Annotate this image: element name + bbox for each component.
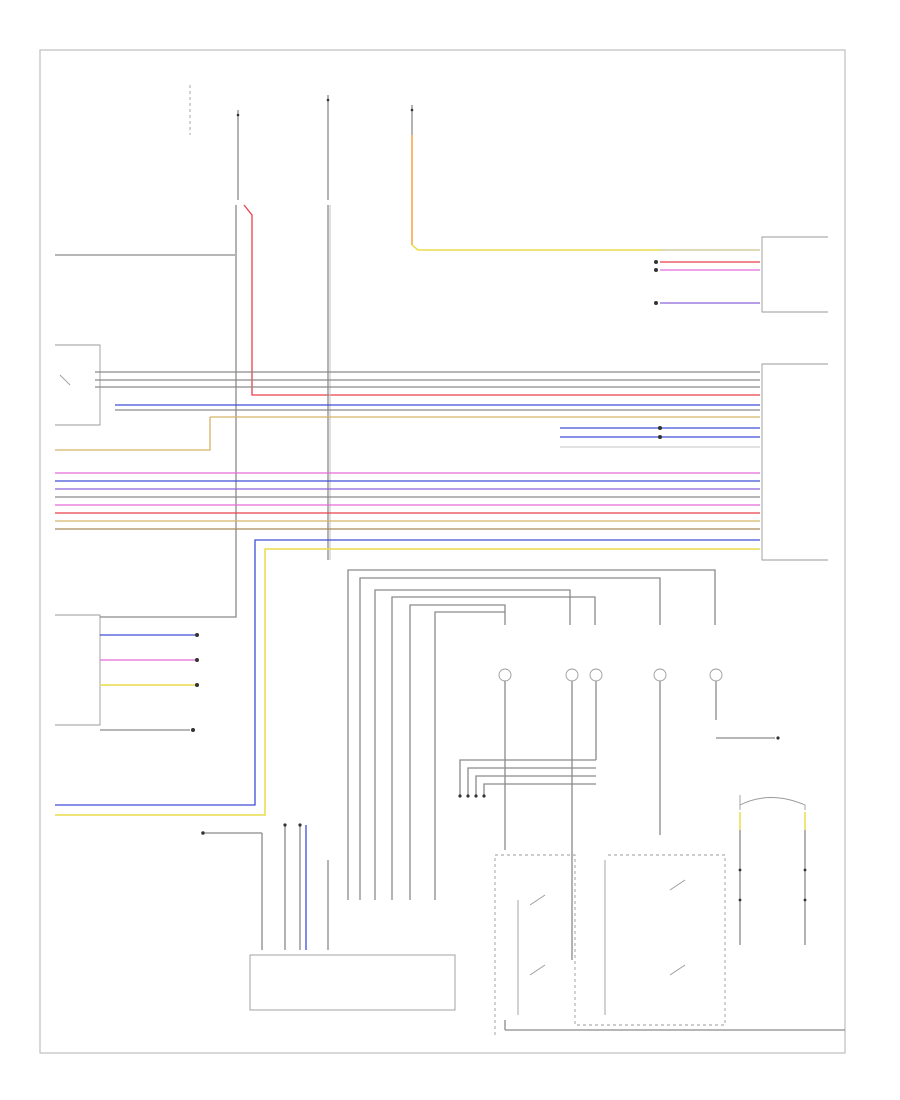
wire-bundle-upper [55,371,760,451]
right-component [738,795,807,945]
audio-unit-connector-lower [761,363,828,561]
front-module-left [55,344,101,426]
audio-unit-connector-upper [654,236,828,313]
front-controls-module [55,610,237,732]
switch-harness-routing [347,569,780,960]
diagram-frame [39,49,846,1054]
wire-bundle-signal [55,472,760,816]
lower-connector-block [201,823,456,1011]
steering-switch-panel [494,854,845,1035]
fuse-block-top [189,85,414,200]
